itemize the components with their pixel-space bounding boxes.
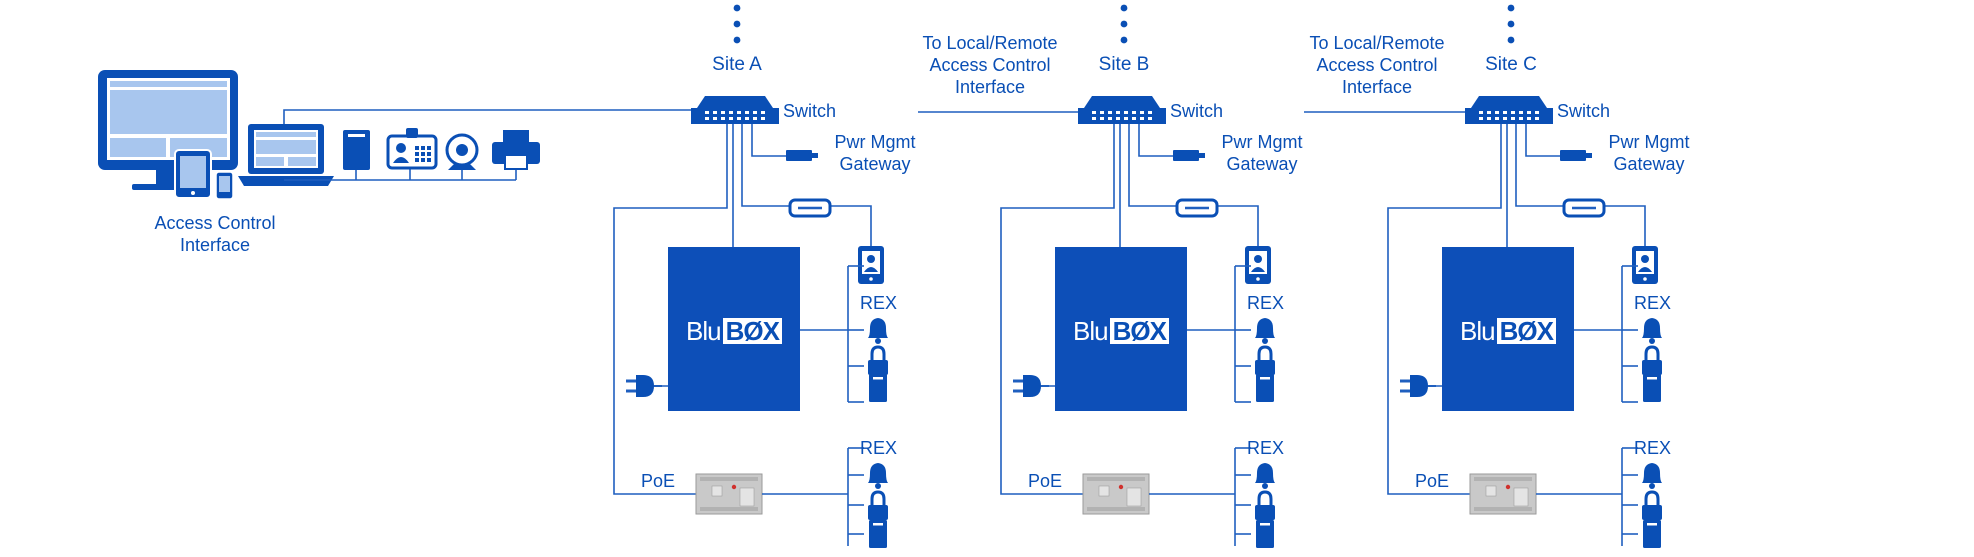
site-c-rex-bottom-label: REX	[1634, 438, 1672, 458]
card-reader-icon	[1643, 374, 1661, 402]
card-reader-icon	[869, 520, 887, 548]
power-gateway-icon	[1173, 150, 1205, 161]
network-switch-icon	[1078, 96, 1166, 124]
card-reader-icon	[1256, 520, 1274, 548]
pwr-mgmt-line1: Pwr Mgmt	[1221, 132, 1303, 152]
power-plug-icon	[626, 375, 662, 397]
link-label-line1: To Local/Remote	[922, 33, 1058, 53]
access-control-label-line2: Interface	[179, 235, 251, 255]
site-c-switch-label: Switch	[1557, 101, 1611, 121]
site-c-name: Site C	[1485, 54, 1537, 75]
access-control-label-line1: Access Control	[154, 213, 276, 233]
continuation-dots-icon	[1507, 4, 1515, 44]
card-reader-icon	[869, 374, 887, 402]
power-gateway-icon	[786, 150, 818, 161]
site-c-group	[1387, 4, 1662, 548]
site-b-group	[1000, 4, 1275, 548]
continuation-dots-icon	[733, 4, 741, 44]
laptop-icon	[238, 124, 334, 186]
lock-icon	[868, 345, 888, 375]
logo-box: BØX	[722, 318, 782, 344]
phone-icon	[215, 171, 234, 200]
power-gateway-icon	[1560, 150, 1592, 161]
site-a-poe-label: PoE	[641, 471, 676, 491]
video-intercom-icon	[1245, 246, 1271, 284]
link-label-b-c: To Local/Remote Access Control Interface	[1292, 32, 1462, 98]
logo-box: BØX	[1496, 318, 1556, 344]
site-b-pwr-mgmt-label: Pwr Mgmt Gateway	[1207, 131, 1317, 175]
site-c-poe-label: PoE	[1415, 471, 1450, 491]
pwr-mgmt-line1: Pwr Mgmt	[834, 132, 916, 152]
link-label-line3: Interface	[1341, 77, 1413, 97]
network-switch-icon	[1465, 96, 1553, 124]
logo-prefix: Blu	[1073, 316, 1109, 346]
lock-icon	[1255, 345, 1275, 375]
link-label-line2: Access Control	[1316, 55, 1438, 75]
lock-icon	[1255, 490, 1275, 520]
site-c-rex-top-label: REX	[1634, 293, 1672, 313]
lock-icon	[1642, 345, 1662, 375]
site-b-rex-top-label: REX	[1247, 293, 1285, 313]
router-icon	[1175, 198, 1219, 218]
webcam-icon	[445, 133, 479, 170]
router-icon	[788, 198, 832, 218]
card-reader-icon	[1256, 374, 1274, 402]
site-a-rex-top-label: REX	[860, 293, 898, 313]
access-control-label: Access Control Interface	[130, 212, 300, 256]
id-badge-icon	[386, 128, 438, 170]
access-control-cluster	[98, 70, 755, 200]
pwr-mgmt-line1: Pwr Mgmt	[1608, 132, 1690, 152]
poe-board-icon	[1082, 473, 1150, 515]
site-c-pwr-mgmt-label: Pwr Mgmt Gateway	[1594, 131, 1704, 175]
link-label-line2: Access Control	[929, 55, 1051, 75]
logo-prefix: Blu	[1460, 316, 1496, 346]
site-b-poe-label: PoE	[1028, 471, 1063, 491]
site-b-name: Site B	[1098, 54, 1150, 75]
pwr-mgmt-line2: Gateway	[1226, 154, 1298, 174]
video-intercom-icon	[858, 246, 884, 284]
lock-icon	[1642, 490, 1662, 520]
site-b-rex-bottom-label: REX	[1247, 438, 1285, 458]
logo-prefix: Blu	[686, 316, 722, 346]
site-a-rex-bottom-label: REX	[860, 438, 898, 458]
alarm-bell-icon	[868, 318, 888, 344]
power-plug-icon	[1013, 375, 1049, 397]
router-icon	[1562, 198, 1606, 218]
network-switch-icon	[691, 96, 779, 124]
link-label-line3: Interface	[954, 77, 1026, 97]
alarm-bell-icon	[1255, 318, 1275, 344]
alarm-bell-icon	[1255, 463, 1275, 489]
tablet-icon	[174, 149, 212, 199]
alarm-bell-icon	[1642, 318, 1662, 344]
site-b-switch-label: Switch	[1170, 101, 1224, 121]
pwr-mgmt-line2: Gateway	[839, 154, 911, 174]
poe-board-icon	[695, 473, 763, 515]
pwr-mgmt-line2: Gateway	[1613, 154, 1685, 174]
alarm-bell-icon	[868, 463, 888, 489]
site-a-group	[613, 4, 888, 548]
logo-box: BØX	[1109, 318, 1169, 344]
lock-icon	[868, 490, 888, 520]
link-label-a-b: To Local/Remote Access Control Interface	[905, 32, 1075, 98]
site-a-name: Site A	[712, 54, 762, 75]
card-reader-icon	[1643, 520, 1661, 548]
poe-board-icon	[1469, 473, 1537, 515]
power-plug-icon	[1400, 375, 1436, 397]
video-intercom-icon	[1632, 246, 1658, 284]
site-a-switch-label: Switch	[783, 101, 837, 121]
site-a-pwr-mgmt-label: Pwr Mgmt Gateway	[820, 131, 930, 175]
continuation-dots-icon	[1120, 4, 1128, 44]
card-reader-icon	[343, 130, 370, 170]
link-label-line1: To Local/Remote	[1309, 33, 1445, 53]
alarm-bell-icon	[1642, 463, 1662, 489]
printer-icon	[492, 130, 540, 170]
